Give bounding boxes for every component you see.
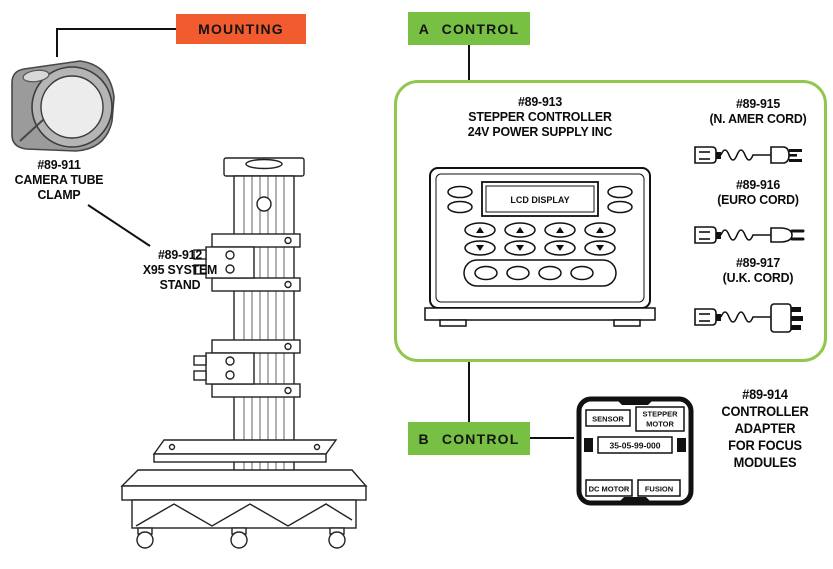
dc-motor-port-label: DC MOTOR bbox=[589, 485, 630, 494]
part-number: #89-917 bbox=[736, 255, 780, 270]
euro-cord-label: #89-916 (EURO CORD) bbox=[693, 177, 822, 207]
uk-cord-illustration bbox=[694, 303, 803, 333]
camera-tube-clamp-label: #89-911 CAMERA TUBE CLAMP bbox=[3, 157, 115, 202]
fusion-port-label: FUSION bbox=[645, 485, 673, 494]
part-name-line: X95 SYSTEM bbox=[142, 262, 218, 277]
part-name-line: CAMERA TUBE bbox=[14, 172, 104, 187]
controller-adapter-label: #89-914 CONTROLLER ADAPTER FOR FOCUS MOD… bbox=[701, 386, 828, 471]
controller-base bbox=[424, 307, 656, 327]
part-name-line: (N. AMER CORD) bbox=[709, 111, 807, 126]
stand-base bbox=[120, 469, 368, 529]
stand-column bbox=[233, 175, 295, 483]
adapter-bottom-connector bbox=[618, 497, 652, 503]
controller-adapter-illustration: SENSOR STEPPER MOTOR 35-05-99-000 DC MOT… bbox=[576, 396, 694, 506]
part-name-line: FOR FOCUS bbox=[728, 438, 802, 453]
euro-plug-icon bbox=[770, 227, 805, 243]
n-amer-cord-label: #89-915 (N. AMER CORD) bbox=[693, 96, 822, 126]
cord-cable bbox=[720, 229, 771, 241]
lcd-display-label: LCD DISPLAY bbox=[510, 195, 569, 205]
part-number: #89-915 bbox=[736, 96, 780, 111]
part-name-line: CLAMP bbox=[37, 187, 81, 202]
lcd-display: LCD DISPLAY bbox=[481, 181, 599, 217]
iec-connector-icon bbox=[694, 308, 721, 326]
us-plug-icon bbox=[770, 146, 802, 164]
part-name-line: (U.K. CORD) bbox=[722, 270, 794, 285]
part-name-line: ADAPTER bbox=[734, 421, 796, 436]
stepper-motor-port-label-line1: STEPPER bbox=[642, 410, 678, 419]
mount-slot bbox=[22, 69, 50, 83]
clamp-body bbox=[11, 60, 115, 152]
sensor-port-box bbox=[585, 409, 631, 427]
part-name-line: MODULES bbox=[733, 455, 797, 470]
n-amer-cord-illustration bbox=[694, 146, 802, 164]
stepper-controller-illustration: LCD DISPLAY bbox=[424, 167, 656, 327]
euro-cord-illustration bbox=[694, 226, 805, 244]
uk-cord-label: #89-917 (U.K. CORD) bbox=[693, 255, 822, 285]
iec-connector-icon bbox=[694, 226, 721, 244]
mounting-connector-line bbox=[56, 28, 176, 57]
part-number: #89-916 bbox=[736, 177, 780, 192]
cord-cable bbox=[720, 149, 771, 161]
sensor-port-label: SENSOR bbox=[592, 415, 624, 424]
system-stand-illustration bbox=[120, 157, 368, 549]
part-number: #89-914 bbox=[742, 387, 788, 402]
part-number: #89-912 bbox=[158, 247, 202, 262]
stand-top-cap bbox=[223, 157, 305, 177]
part-number: #89-911 bbox=[37, 157, 81, 172]
part-name-line: (EURO CORD) bbox=[717, 192, 799, 207]
system-stand-label: #89-912 X95 SYSTEM STAND bbox=[133, 247, 228, 292]
part-number: #89-913 bbox=[518, 94, 562, 109]
stand-leveling-feet bbox=[136, 527, 346, 549]
stepper-motor-port-box bbox=[635, 406, 685, 432]
function-button-group bbox=[463, 259, 617, 287]
camera-tube-clamp-illustration bbox=[11, 60, 115, 152]
clamp-slit bbox=[19, 118, 45, 142]
uk-plug-icon bbox=[770, 303, 803, 333]
side-buttons bbox=[447, 185, 633, 214]
stand-lower-carriage bbox=[193, 339, 301, 398]
adapter-left-port bbox=[584, 438, 593, 452]
arrow-buttons-row-2 bbox=[464, 240, 616, 256]
cord-cable bbox=[720, 311, 771, 323]
part-name-line: STEPPER CONTROLLER bbox=[468, 109, 612, 124]
control-b-badge: B CONTROL bbox=[408, 422, 530, 455]
adapter-right-port bbox=[677, 438, 686, 452]
part-name-line: STAND bbox=[159, 277, 201, 292]
iec-connector-icon bbox=[694, 146, 721, 164]
adapter-top-connector bbox=[614, 397, 656, 405]
adapter-code-label: 35-05-99-000 bbox=[609, 441, 660, 451]
dc-motor-port-box bbox=[585, 479, 633, 497]
clamp-bore bbox=[40, 75, 104, 139]
stepper-controller-label: #89-913 STEPPER CONTROLLER 24V POWER SUP… bbox=[434, 94, 647, 139]
part-name-line: CONTROLLER bbox=[721, 404, 809, 419]
control-a-badge: A CONTROL bbox=[408, 12, 530, 45]
fusion-port-box bbox=[637, 479, 681, 497]
mounting-badge: MOUNTING bbox=[176, 14, 306, 44]
stand-platform bbox=[152, 439, 338, 463]
part-name-line: 24V POWER SUPPLY INC bbox=[467, 124, 613, 139]
stepper-motor-port-label-line2: MOTOR bbox=[646, 420, 674, 429]
arrow-buttons-row-1 bbox=[464, 222, 616, 238]
clamp-to-stand-line bbox=[87, 204, 151, 247]
adapter-code-box bbox=[597, 436, 673, 454]
stand-upper-carriage bbox=[193, 233, 301, 292]
